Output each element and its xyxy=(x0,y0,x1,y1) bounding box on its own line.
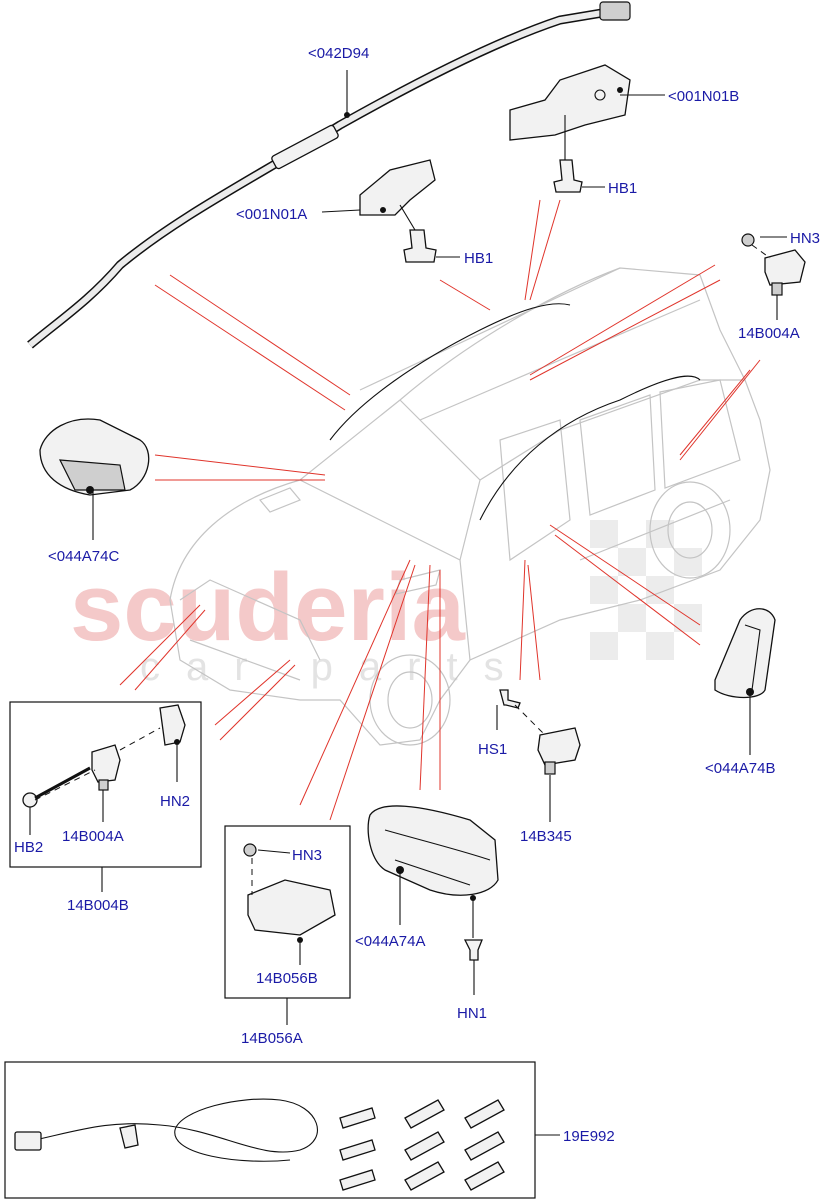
label-hn3-box[interactable]: HN3 xyxy=(292,847,322,864)
label-sensor-b345[interactable]: 14B345 xyxy=(520,828,572,845)
label-harness-kit[interactable]: 19E992 xyxy=(563,1128,615,1145)
label-module-inner[interactable]: 14B056B xyxy=(256,970,318,987)
vehicle-outline xyxy=(169,267,771,746)
label-hn3-top[interactable]: HN3 xyxy=(790,230,820,247)
sensor-box-frame xyxy=(9,701,202,868)
sensor-box-parts xyxy=(22,704,186,808)
label-sensor-top[interactable]: 14B004A xyxy=(738,325,800,342)
sensor-b345-part xyxy=(499,689,581,775)
label-seat-airbag[interactable]: <044A74B xyxy=(705,760,775,777)
curtain-airbag-part xyxy=(27,1,631,349)
watermark-checker xyxy=(590,520,702,660)
passenger-airbag-part xyxy=(367,805,499,901)
bracket-left-part xyxy=(359,159,436,216)
roof-curtain-airbag-left xyxy=(329,303,571,441)
module-box-parts xyxy=(243,843,336,943)
seat-airbag-part xyxy=(714,608,776,699)
label-hs1[interactable]: HS1 xyxy=(478,741,507,758)
label-sensor-box-outer[interactable]: 14B004B xyxy=(67,897,129,914)
label-passenger-airbag[interactable]: <044A74A xyxy=(355,933,425,950)
clip-hb1-left xyxy=(403,229,437,263)
leader-lines xyxy=(119,199,761,821)
driver-airbag-part xyxy=(39,418,150,496)
sensor-top-right xyxy=(741,233,806,296)
label-hn2[interactable]: HN2 xyxy=(160,793,190,810)
label-sensor-box-inner[interactable]: 14B004A xyxy=(62,828,124,845)
clip-hb1-right xyxy=(553,159,583,193)
harness-parts xyxy=(14,1098,505,1191)
watermark-sub: car parts xyxy=(140,645,530,689)
clip-hn1 xyxy=(463,939,483,961)
label-hb2[interactable]: HB2 xyxy=(14,839,43,856)
label-curtain-airbag[interactable]: <042D94 xyxy=(308,45,369,62)
label-bracket-right[interactable]: <001N01B xyxy=(668,88,739,105)
watermark-brand: scuderia xyxy=(70,554,465,661)
label-module-outer[interactable]: 14B056A xyxy=(241,1030,303,1047)
roof-curtain-airbag-right xyxy=(479,375,701,521)
bracket-right-part xyxy=(509,64,631,141)
label-hb1-left[interactable]: HB1 xyxy=(464,250,493,267)
label-driver-airbag[interactable]: <044A74C xyxy=(48,548,119,565)
harness-box-frame xyxy=(4,1061,536,1199)
label-bracket-left[interactable]: <001N01A xyxy=(236,206,307,223)
label-hn1[interactable]: HN1 xyxy=(457,1005,487,1022)
label-hb1-right[interactable]: HB1 xyxy=(608,180,637,197)
